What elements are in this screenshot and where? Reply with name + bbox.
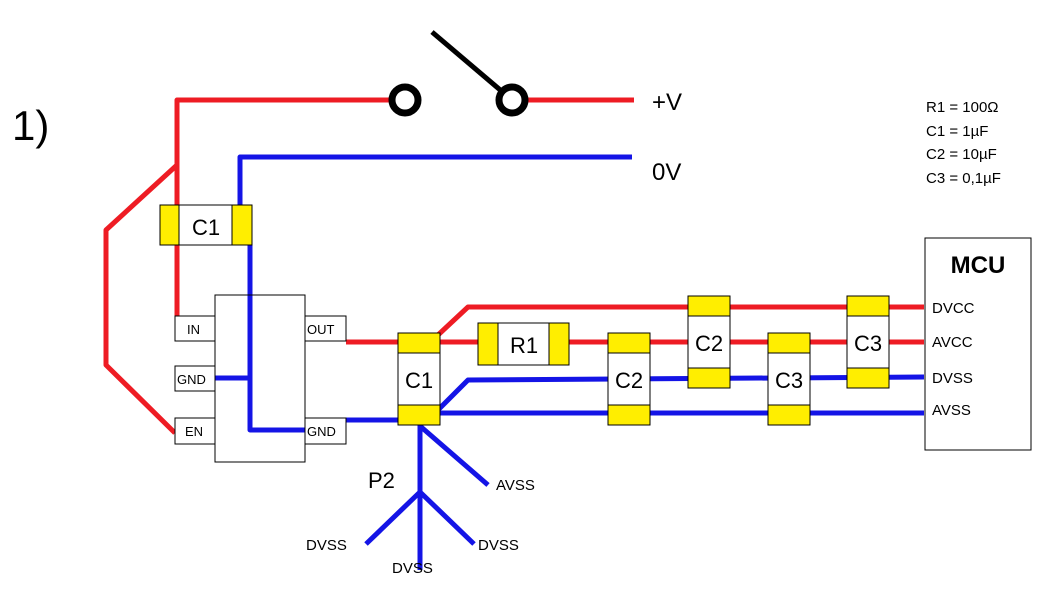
vplus-label: +V: [652, 89, 682, 116]
c3-top-label: C3: [854, 331, 882, 356]
c1-mid-label: C1: [405, 368, 433, 393]
legend-c1: C1 = 1µF: [926, 122, 989, 140]
capacitor-c3-bottom: C3: [767, 332, 811, 426]
legend-c2: C2 = 10µF: [926, 146, 997, 163]
pin-gnd-right-label: GND: [307, 424, 336, 439]
mcu-body: [924, 237, 1032, 451]
capacitor-c1-top: C1: [159, 204, 253, 246]
en-loop-trace: [103, 163, 179, 435]
capacitor-c1-mid: C1: [397, 332, 441, 426]
component-values-legend: R1 = 100Ω C1 = 1µF C2 = 10µF C3 = 0,1µF: [926, 96, 1001, 190]
legend-r1: R1 = 100Ω: [926, 99, 999, 116]
capacitor-c2-top: C2: [687, 295, 731, 389]
legend-c3: C3 = 0,1µF: [926, 169, 1001, 187]
branch-dvss-left-label: DVSS: [306, 537, 347, 554]
c3-bottom-label: C3: [775, 368, 803, 393]
pin-in-label: IN: [187, 322, 200, 337]
zero-volt-label: 0V: [652, 159, 681, 186]
dvss-left-branch: [364, 490, 422, 546]
mcu: MCU DVCC AVCC DVSS AVSS: [924, 237, 1032, 451]
vplus-trace-left: [174, 97, 390, 328]
figure-label: 1): [12, 102, 49, 149]
pin-out-label: OUT: [307, 322, 335, 337]
switch-lever: [430, 30, 514, 102]
zero-volt-trace: [237, 154, 632, 205]
regulator: IN GND EN OUT GND: [174, 294, 347, 463]
dvcc-trace: [436, 304, 924, 337]
ground-point-label: P2: [368, 468, 395, 493]
c1-top-label: C1: [192, 215, 220, 240]
r1-label: R1: [510, 333, 538, 358]
mcu-pin-avcc: AVCC: [932, 334, 973, 351]
capacitor-c3-top: C3: [846, 295, 890, 389]
switch-contact-left: [388, 83, 422, 117]
branch-dvss-mid-label: DVSS: [392, 560, 433, 577]
pin-gnd-left-label: GND: [177, 372, 206, 387]
c1-to-gnd-trace: [247, 245, 306, 433]
c2-bottom-label: C2: [615, 368, 643, 393]
resistor-r1: R1: [477, 322, 570, 366]
dvss-right-branch: [418, 490, 476, 546]
switch: [388, 30, 529, 117]
switch-contact-right: [495, 83, 529, 117]
branch-avss-label: AVSS: [496, 477, 535, 494]
avss-branch: [418, 424, 490, 487]
mcu-pin-dvcc: DVCC: [932, 300, 975, 317]
mcu-pin-avss: AVSS: [932, 402, 971, 419]
branch-dvss-right-label: DVSS: [478, 537, 519, 554]
mcu-pin-dvss: DVSS: [932, 370, 973, 387]
c2-top-label: C2: [695, 331, 723, 356]
pin-en-label: EN: [185, 424, 203, 439]
capacitor-c2-bottom: C2: [607, 332, 651, 426]
mcu-title: MCU: [951, 252, 1006, 279]
